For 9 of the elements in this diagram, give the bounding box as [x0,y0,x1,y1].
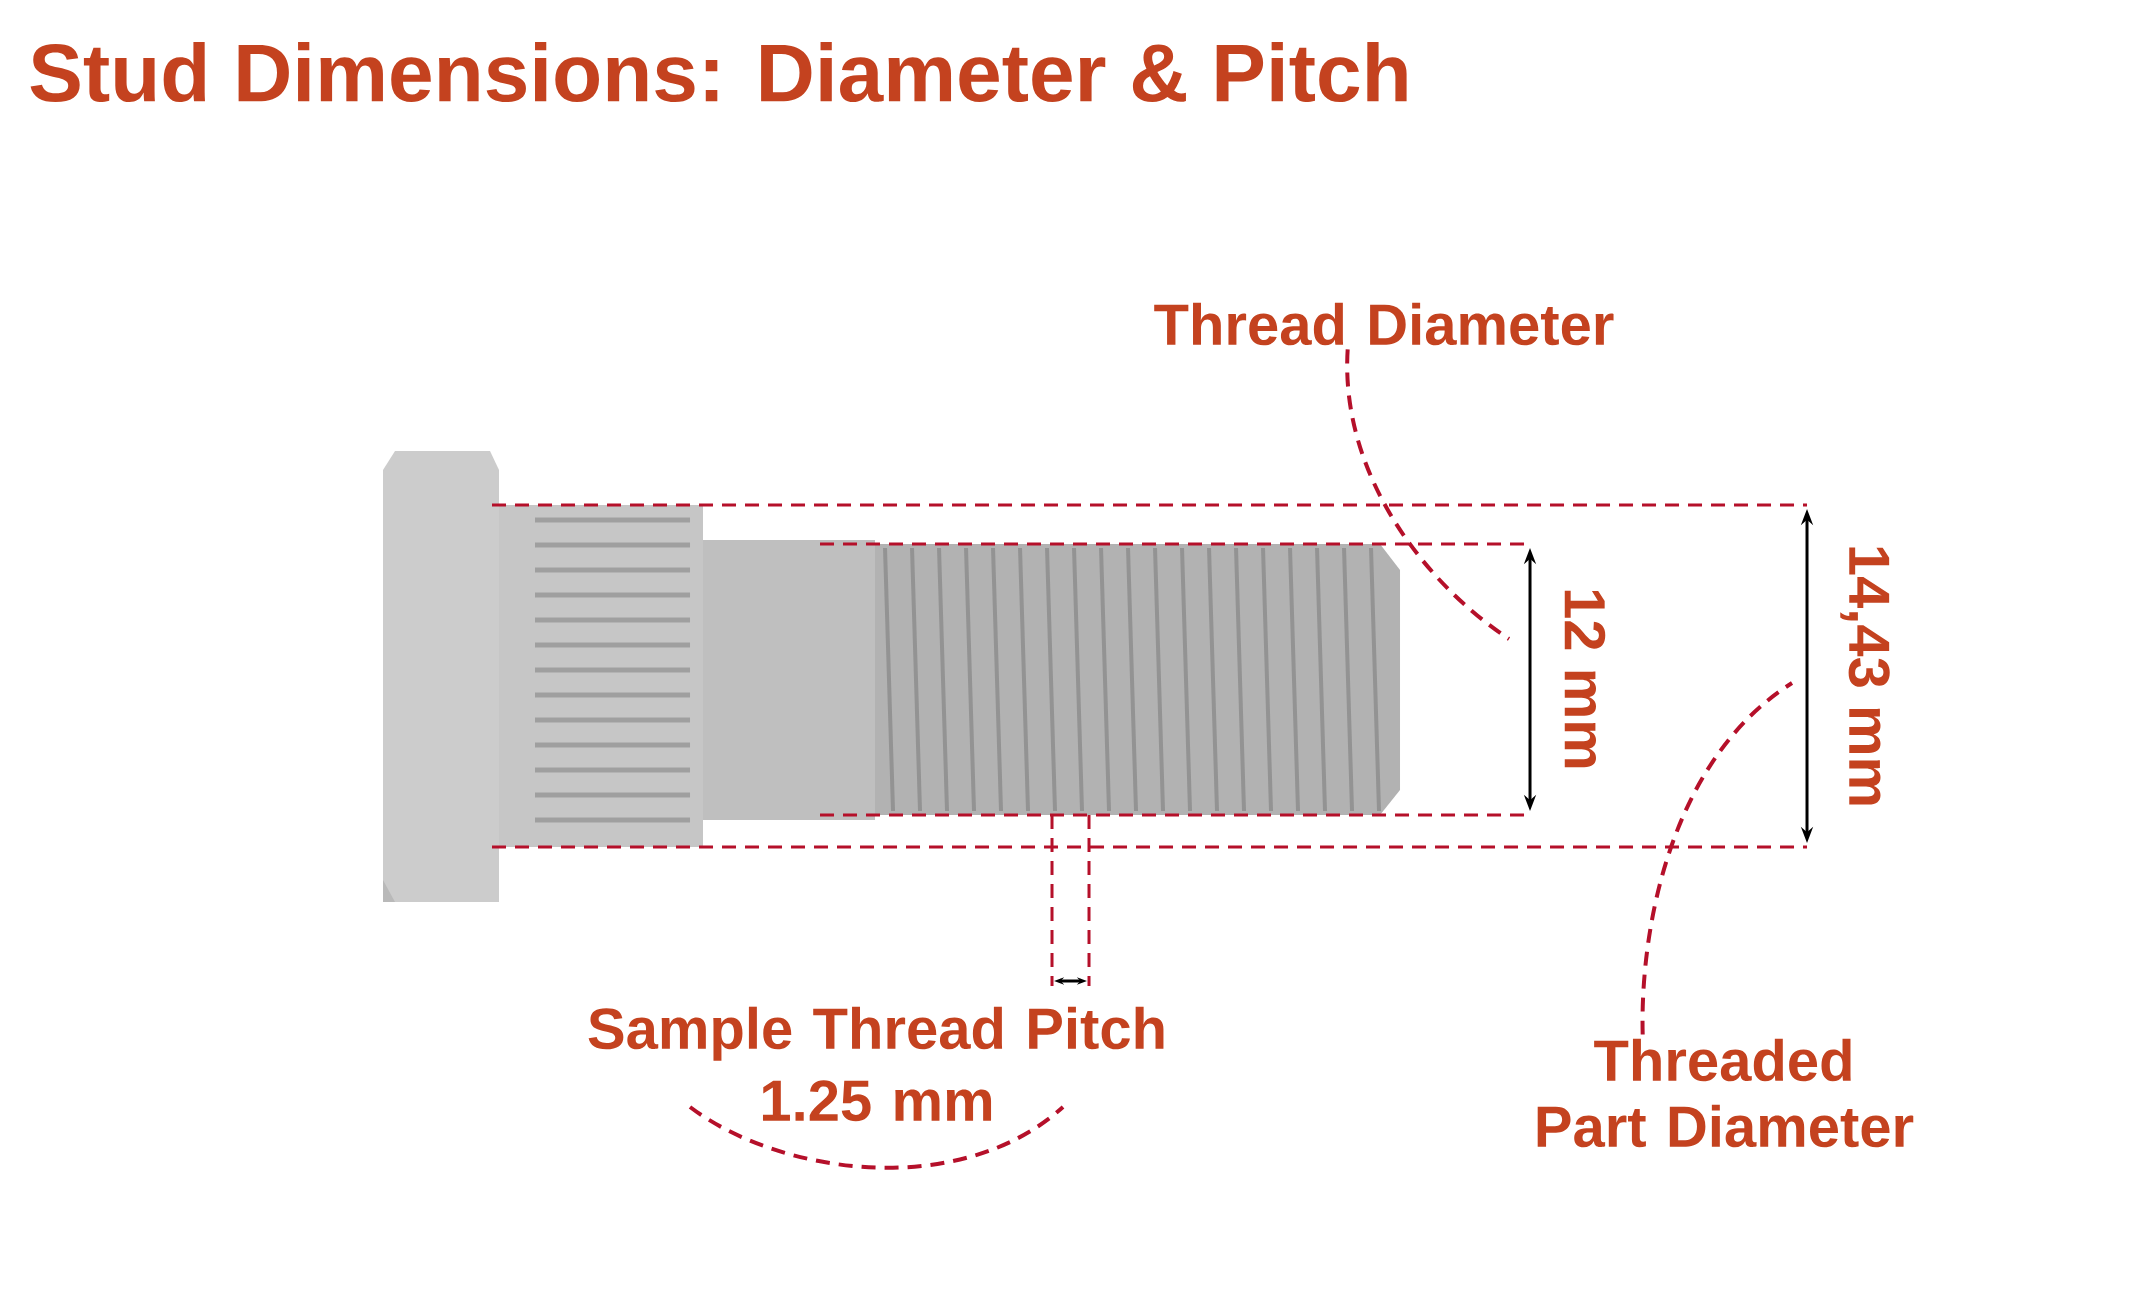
callout-label: Threaded Part Diameter [1537,1038,1914,1148]
callout-label: Sample Thread Pitch 1.25 mm [588,1006,1164,1122]
stud-drawing [383,451,1400,902]
callout-label: Thread Diameter [1154,302,1614,346]
dimension-label: 12 mm [1564,590,1606,768]
leader-line [1640,681,1794,1035]
title: Stud Dimensions: Diameter & Pitch [30,41,1407,103]
dimension-label: 14,43 mm [1840,547,1890,805]
leader-line [1345,349,1511,641]
